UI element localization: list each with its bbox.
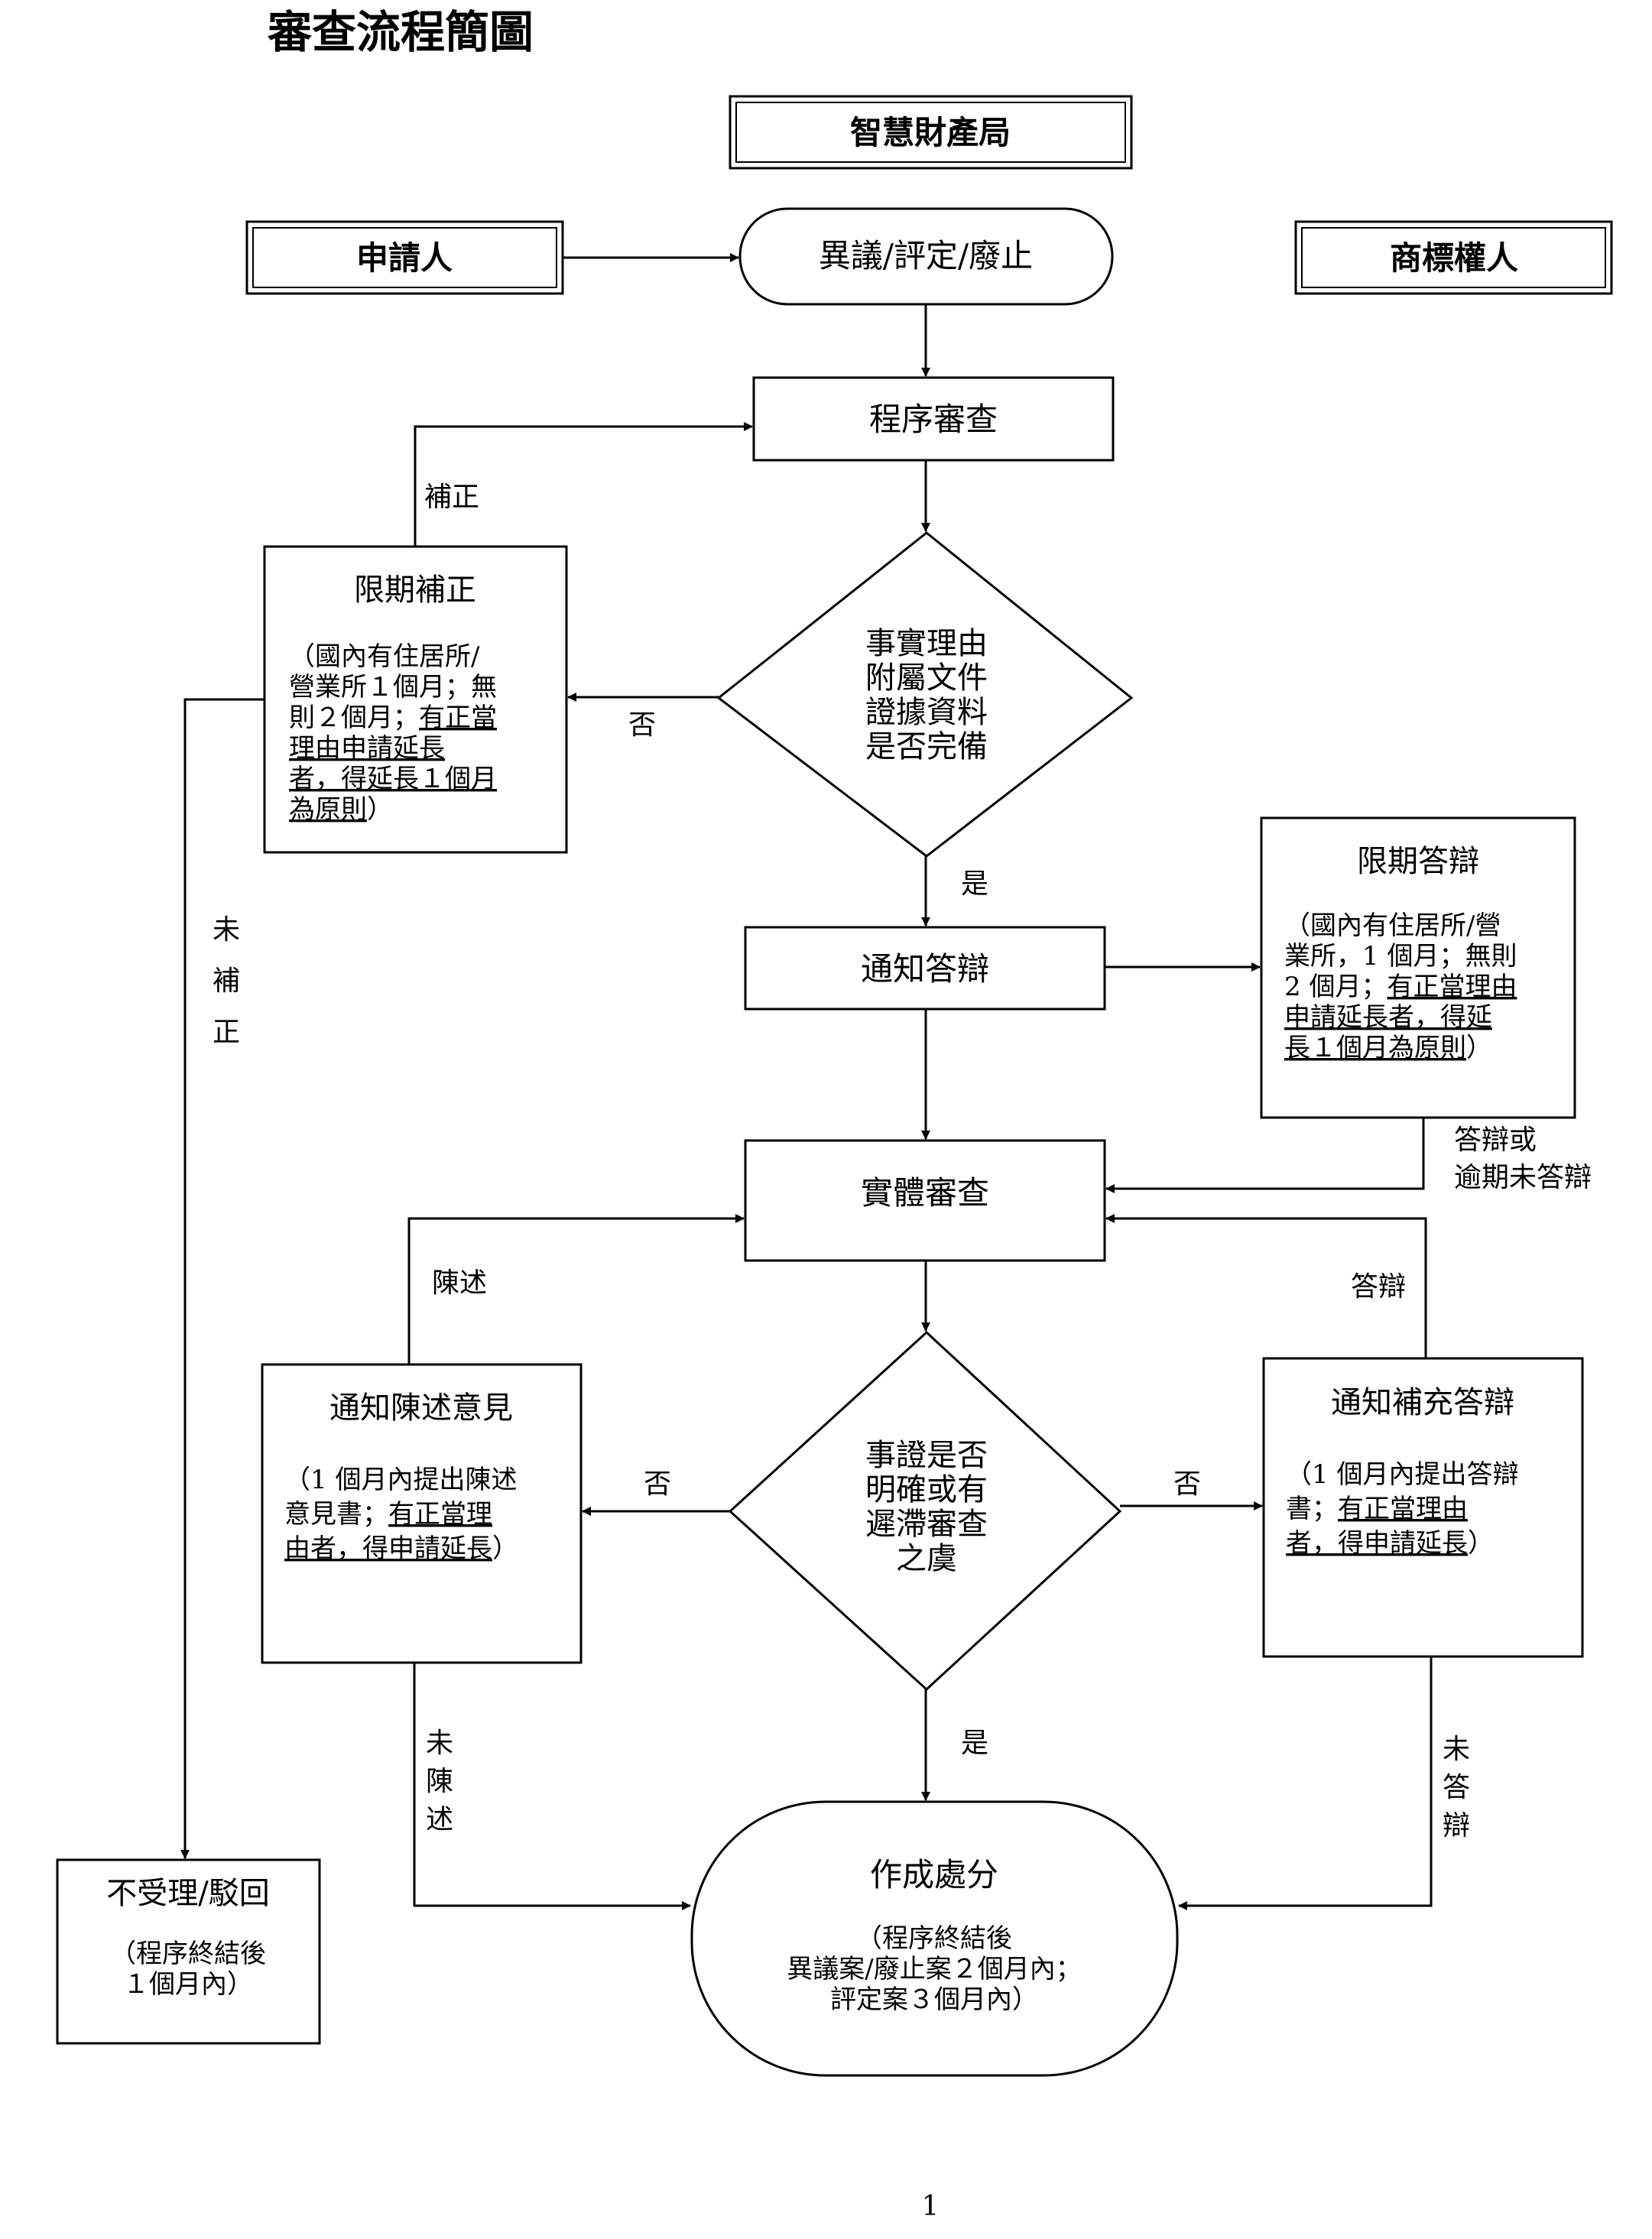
deadline-reply-line: （國內有住居所/營 [1284,910,1501,941]
deadline-correction-line: 理由申請延長 [289,733,445,764]
diamond1-line: 是否完備 [865,729,988,764]
arrow-correction-review [414,422,753,547]
notify-reply-label: 通知答辯 [861,950,989,988]
deadline-correction-line: （國內有住居所/ [289,641,480,672]
deadline-reply-line: 長１個月為原則） [1284,1033,1492,1063]
deadline-reply-line: 業所，1 個月；無則 [1284,941,1517,972]
not-accepted-title: 不受理/駁回 [106,1876,269,1911]
label-not-corrected: 補 [213,965,240,997]
label-no-reply: 未 [1443,1734,1470,1765]
label-correction: 補正 [424,482,479,513]
notify-reply-box: 通知答辯 [744,926,1106,1011]
start-terminal: 異議/評定/廢止 [738,207,1114,306]
applicant-label: 申請人 [356,239,453,277]
deadline-correction-box: 限期補正 （國內有住居所/ 營業所１個月；無 則２個月；有正當 理由申請延長 者… [263,545,568,854]
not-accepted-box: 不受理/駁回 （程序終結後 １個月內） [56,1858,321,2045]
notify-statement-line: 由者，得申請延長） [284,1533,518,1564]
label-yes1: 是 [961,868,988,900]
applicant-box: 申請人 [245,220,564,295]
label-reply-or-overdue: 答辯或 [1454,1124,1537,1156]
notify-supplement-box: 通知補充答辯 （1 個月內提出答辯 書；有正當理由 者，得申請延長） [1262,1357,1584,1658]
diamond2-line: 明確或有 [865,1472,988,1507]
notify-supplement-line: （1 個月內提出答辯 [1286,1459,1518,1490]
substantive-review-label: 實體審查 [861,1174,989,1212]
deadline-correction-line: 則２個月；有正當 [289,703,497,733]
label-no2-left: 否 [644,1468,671,1500]
deadline-reply-box: 限期答辯 （國內有住居所/營 業所，1 個月；無則 2 個月；有正當理由 申請延… [1260,816,1576,1119]
deadline-correction-line: 者，得延長１個月 [289,764,497,794]
deadline-correction-line: 為原則） [289,794,393,825]
ipo-label: 智慧財產局 [850,114,1011,151]
diamond2-line: 之虞 [896,1541,957,1576]
page-title: 審查流程簡圖 [267,6,534,58]
label-no1: 否 [628,709,656,741]
disposition-line: 異議案/廢止案２個月內； [787,1954,1081,1984]
not-accepted-line: （程序終結後 [110,1939,266,1969]
trademark-owner-label: 商標權人 [1390,239,1518,277]
not-accepted-line: １個月內） [123,1969,253,2000]
arrow-supplement-substantive [1105,1214,1427,1358]
label-reply: 答辯 [1351,1271,1406,1303]
label-not-corrected: 未 [213,914,240,946]
label-reply-or-overdue: 逾期未答辯 [1454,1162,1592,1193]
label-not-corrected: 正 [213,1017,240,1048]
deadline-reply-line: 申請延長者，得延 [1284,1002,1492,1033]
notify-supplement-line: 書；有正當理由 [1286,1494,1468,1524]
label-no-statement: 陳 [426,1766,453,1797]
label-no-statement: 未 [426,1728,453,1759]
label-yes2: 是 [961,1728,988,1759]
disposition-terminal: 作成處分 （程序終結後 異議案/廢止案２個月內； 評定案３個月內） [690,1800,1179,2077]
arrow-no-reply [1178,1657,1433,1910]
diamond2-line: 事證是否 [865,1438,988,1473]
diamond1-line: 事實理由 [865,626,988,661]
evidence-decision: 事證是否 明確或有 遲滯審查 之虞 [728,1330,1122,1692]
procedural-review-box: 程序審查 [752,376,1115,462]
deadline-reply-line: 2 個月；有正當理由 [1284,972,1517,1002]
ipo-box: 智慧財產局 [729,95,1133,170]
label-no-reply: 辯 [1443,1810,1470,1841]
notify-statement-box: 通知陳述意見 （1 個月內提出陳述 意見書；有正當理 由者，得申請延長） [261,1363,583,1664]
arrow-reply-substantive [1105,1118,1425,1193]
label-no-statement: 述 [426,1804,453,1835]
diamond1-line: 證據資料 [865,695,988,730]
deadline-correction-title: 限期補正 [354,573,476,608]
substantive-review-box: 實體審查 [744,1139,1106,1262]
arrow-no-statement [413,1663,691,1910]
page-number: 1 [922,2191,940,2222]
disposition-line: （程序終結後 [856,1923,1012,1954]
notify-statement-line: 意見書；有正當理 [284,1499,492,1530]
disposition-line: 評定案３個月內） [830,1984,1038,2015]
notify-statement-line: （1 個月內提出陳述 [284,1465,517,1495]
start-label: 異議/評定/廢止 [819,237,1033,274]
notify-supplement-title: 通知補充答辯 [1331,1385,1514,1420]
procedural-review-label: 程序審查 [869,401,998,438]
disposition-title: 作成處分 [870,1856,998,1893]
label-statement: 陳述 [432,1267,487,1299]
deadline-correction-line: 營業所１個月；無 [289,672,497,703]
label-no-reply: 答 [1443,1772,1470,1803]
diamond2-line: 遲滯審查 [865,1507,988,1542]
arrow-not-corrected [180,698,265,1859]
connectors [180,253,1433,1910]
label-no2-right: 否 [1173,1468,1201,1500]
deadline-reply-title: 限期答辯 [1357,844,1479,879]
trademark-owner-box: 商標權人 [1294,220,1613,295]
diamond1-line: 附屬文件 [865,660,988,696]
arrow-statement-substantive [407,1214,745,1364]
notify-supplement-line: 者，得申請延長） [1286,1528,1494,1559]
completeness-decision: 事實理由 附屬文件 證據資料 是否完備 [716,531,1134,858]
notify-statement-title: 通知陳述意見 [329,1390,513,1426]
